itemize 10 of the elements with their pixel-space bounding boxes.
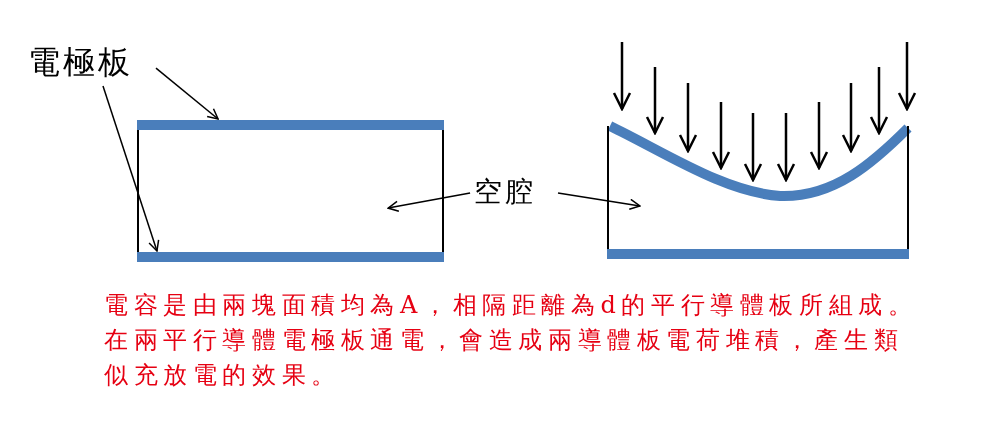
electrode-plate <box>607 249 909 259</box>
label-text: 空腔 <box>474 172 552 212</box>
leader-line <box>387 192 471 212</box>
caption: 電容是由兩塊面積均為A，相隔距離為d的平行導體板所組成。在兩平行導體電極板通電，會造成兩導體板電荷堆積，產生類似充放電的效果。 <box>104 290 919 391</box>
leader-line <box>155 67 219 120</box>
label-text: 電極板 <box>28 40 153 84</box>
leader-line <box>557 192 641 211</box>
electrode-plate <box>137 120 444 130</box>
leader-line <box>102 85 160 252</box>
electrode-plate <box>137 252 444 262</box>
